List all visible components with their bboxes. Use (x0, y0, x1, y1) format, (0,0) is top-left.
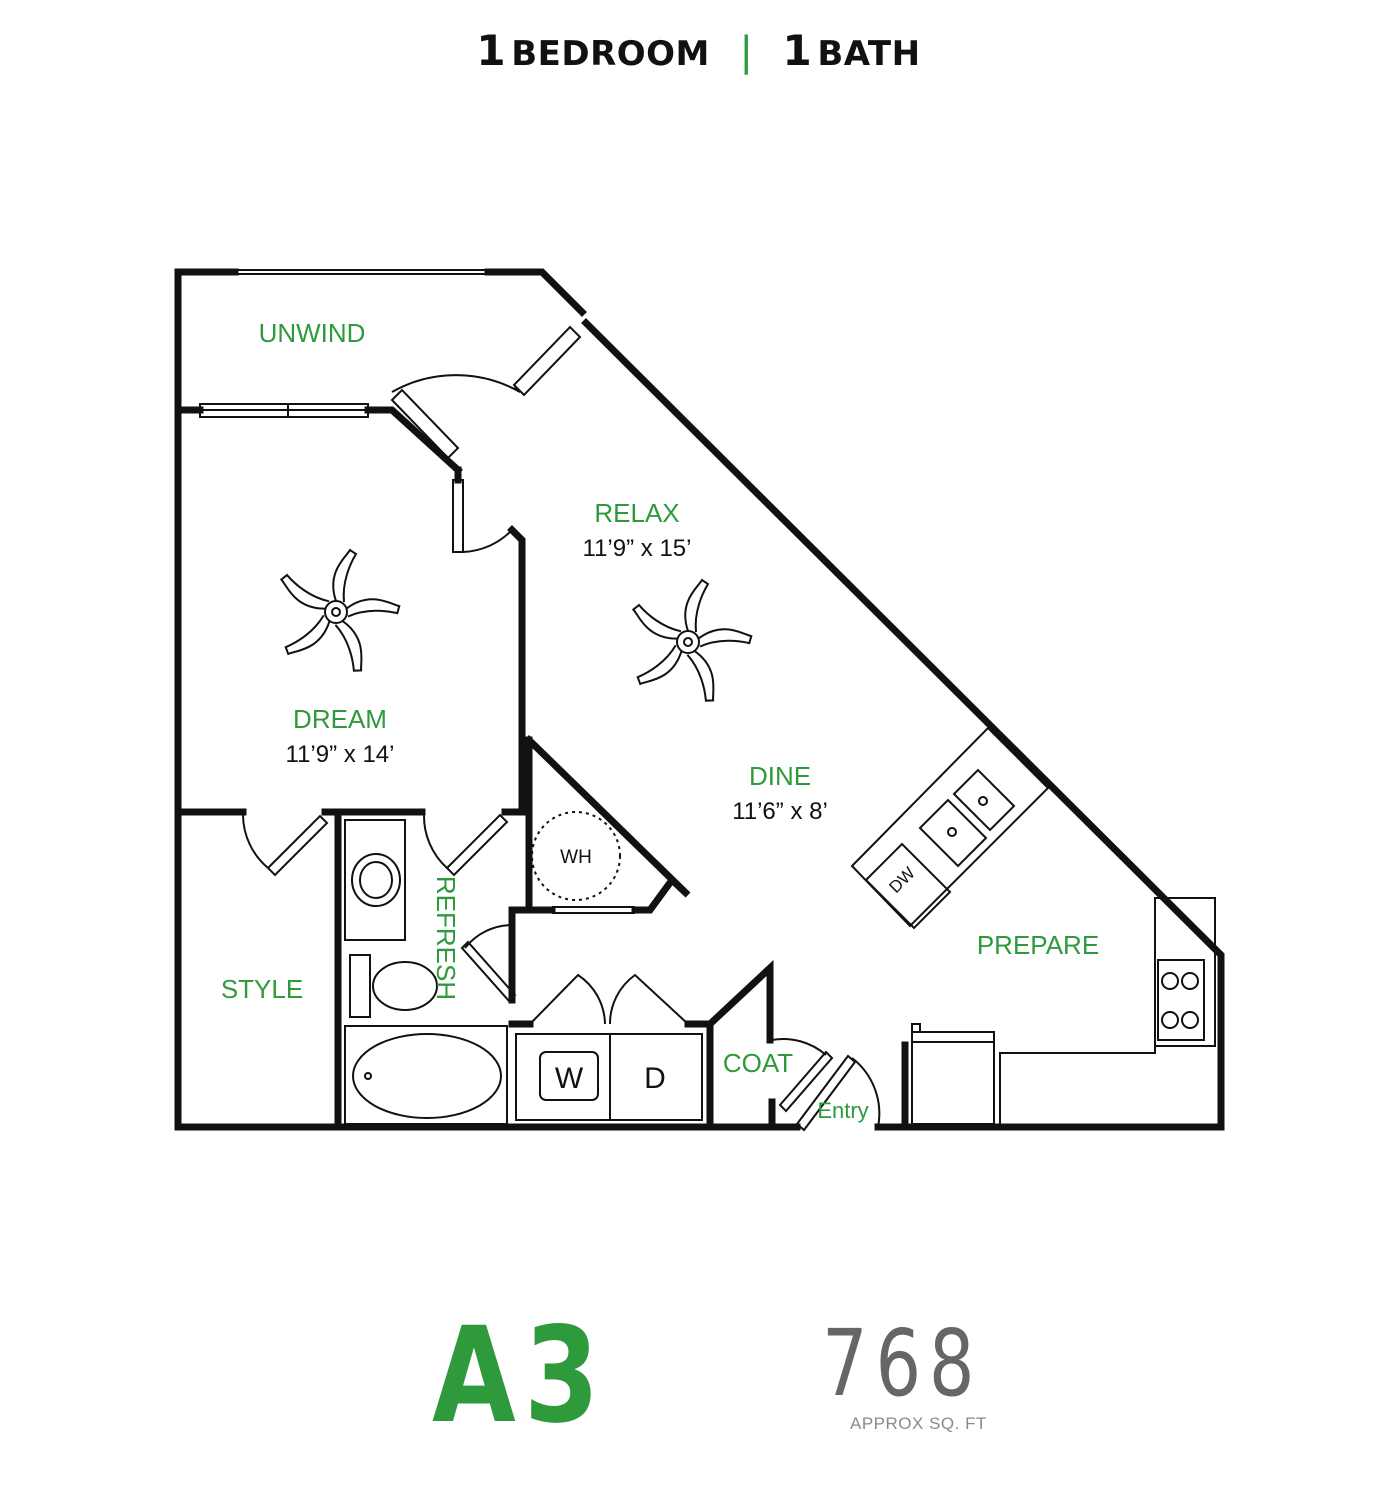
room-size-relax: 11’9” x 15’ (583, 535, 692, 562)
door-refresh-swing (464, 924, 513, 949)
room-size-dine: 11’6” x 8’ (732, 798, 828, 825)
bedroom-label: BEDROOM (511, 34, 710, 74)
room-label-dine: DINE (749, 761, 811, 791)
room-label-relax: RELAX (594, 498, 679, 528)
cooktop-burner-1 (1161, 972, 1179, 990)
sink-drain-left (947, 827, 957, 837)
door-patio-leaf (513, 387, 521, 393)
windows (199, 269, 635, 914)
laundry-fixtures (515, 1033, 703, 1121)
water-heater (531, 811, 621, 901)
dishwasher-label: DW (885, 863, 918, 896)
refrigerator (911, 1041, 995, 1125)
tub-drain (364, 1072, 372, 1080)
door-refresh-leaf (460, 940, 517, 1003)
ceiling-fan-icon (631, 578, 753, 702)
bathtub-icon (352, 1033, 502, 1119)
bath-label: BATH (817, 34, 921, 74)
washer-box (539, 1051, 599, 1101)
room-label-refresh: REFRESH (431, 876, 461, 1000)
door-coat-leaf (778, 1050, 834, 1113)
square-footage-label: APPROX SQ. FT (850, 1414, 987, 1433)
header-separator: | (739, 29, 753, 75)
sink-right-basin (952, 768, 1016, 832)
door-patio-swing (391, 374, 521, 393)
wall-outer-top-right (484, 268, 587, 317)
water-heater-label: WH (560, 847, 592, 868)
counter-right (1154, 897, 1216, 1047)
dryer-label: D (644, 1062, 666, 1095)
dishwasher (864, 842, 952, 930)
wall-bath-right (508, 906, 556, 1004)
tub-frame (344, 1025, 508, 1125)
cooktop-burner-4 (1181, 1011, 1199, 1029)
wall-outer-diagonal (581, 318, 1225, 1131)
plan-header: 1 BEDROOM | 1 BATH (0, 26, 1397, 75)
square-footage: 768 (822, 1310, 983, 1417)
door-bath-leaf (445, 813, 509, 877)
door-entry-leaf (795, 1054, 857, 1132)
door-closet-swing (242, 814, 269, 869)
toilet-tank (349, 954, 371, 1018)
window-diagonal-upper (512, 325, 582, 397)
kitchen (850, 726, 1216, 1125)
bath-count: 1 (782, 26, 812, 75)
sink-drain-right (978, 796, 988, 806)
sink-bowl (359, 861, 393, 899)
door-laundry-right (608, 973, 689, 1025)
wall-bedroom-right (507, 525, 526, 816)
bedroom-count: 1 (476, 26, 506, 75)
room-label-unwind: UNWIND (259, 318, 366, 348)
unit-code: A3 (432, 1299, 608, 1453)
sink-left-basin (918, 798, 988, 868)
room-label-entry: Entry (817, 1098, 868, 1123)
fridge-handle (911, 1023, 921, 1033)
room-label-coat: COAT (723, 1048, 793, 1078)
door-closet-leaf (266, 814, 329, 877)
door-bath-swing (422, 814, 448, 869)
ceiling-fan-icon (279, 548, 401, 672)
washer-label: W (555, 1062, 584, 1095)
wall-laundry-right (684, 959, 774, 1044)
counter-bottom (999, 1046, 1156, 1124)
wall-outer-left (174, 268, 801, 1131)
refrigerator-top (911, 1031, 995, 1043)
sink-icon (351, 853, 401, 907)
wall-wh-closet (524, 735, 691, 914)
room-size-dream: 11’9” x 14’ (286, 741, 395, 768)
cooktop-burner-3 (1161, 1011, 1179, 1029)
cooktop-burner-2 (1181, 972, 1199, 990)
door-bedroom-leaf (452, 479, 464, 553)
door-bedroom-swing (462, 529, 513, 553)
room-label-prepare: PREPARE (977, 930, 1099, 960)
door-coat-swing (771, 1038, 827, 1056)
slider-patio-living (390, 388, 460, 460)
door-entry-swing (851, 1057, 881, 1128)
vanity (344, 819, 406, 941)
room-label-dream: DREAM (293, 704, 387, 734)
wall-patio-right (364, 406, 463, 475)
walls (174, 268, 1225, 1131)
toilet-icon (372, 961, 438, 1011)
doors (242, 374, 881, 1132)
room-label-style: STYLE (221, 974, 303, 1004)
bath-fixtures (344, 819, 508, 1125)
door-laundry-left (529, 973, 606, 1025)
cooktop (1157, 959, 1205, 1041)
